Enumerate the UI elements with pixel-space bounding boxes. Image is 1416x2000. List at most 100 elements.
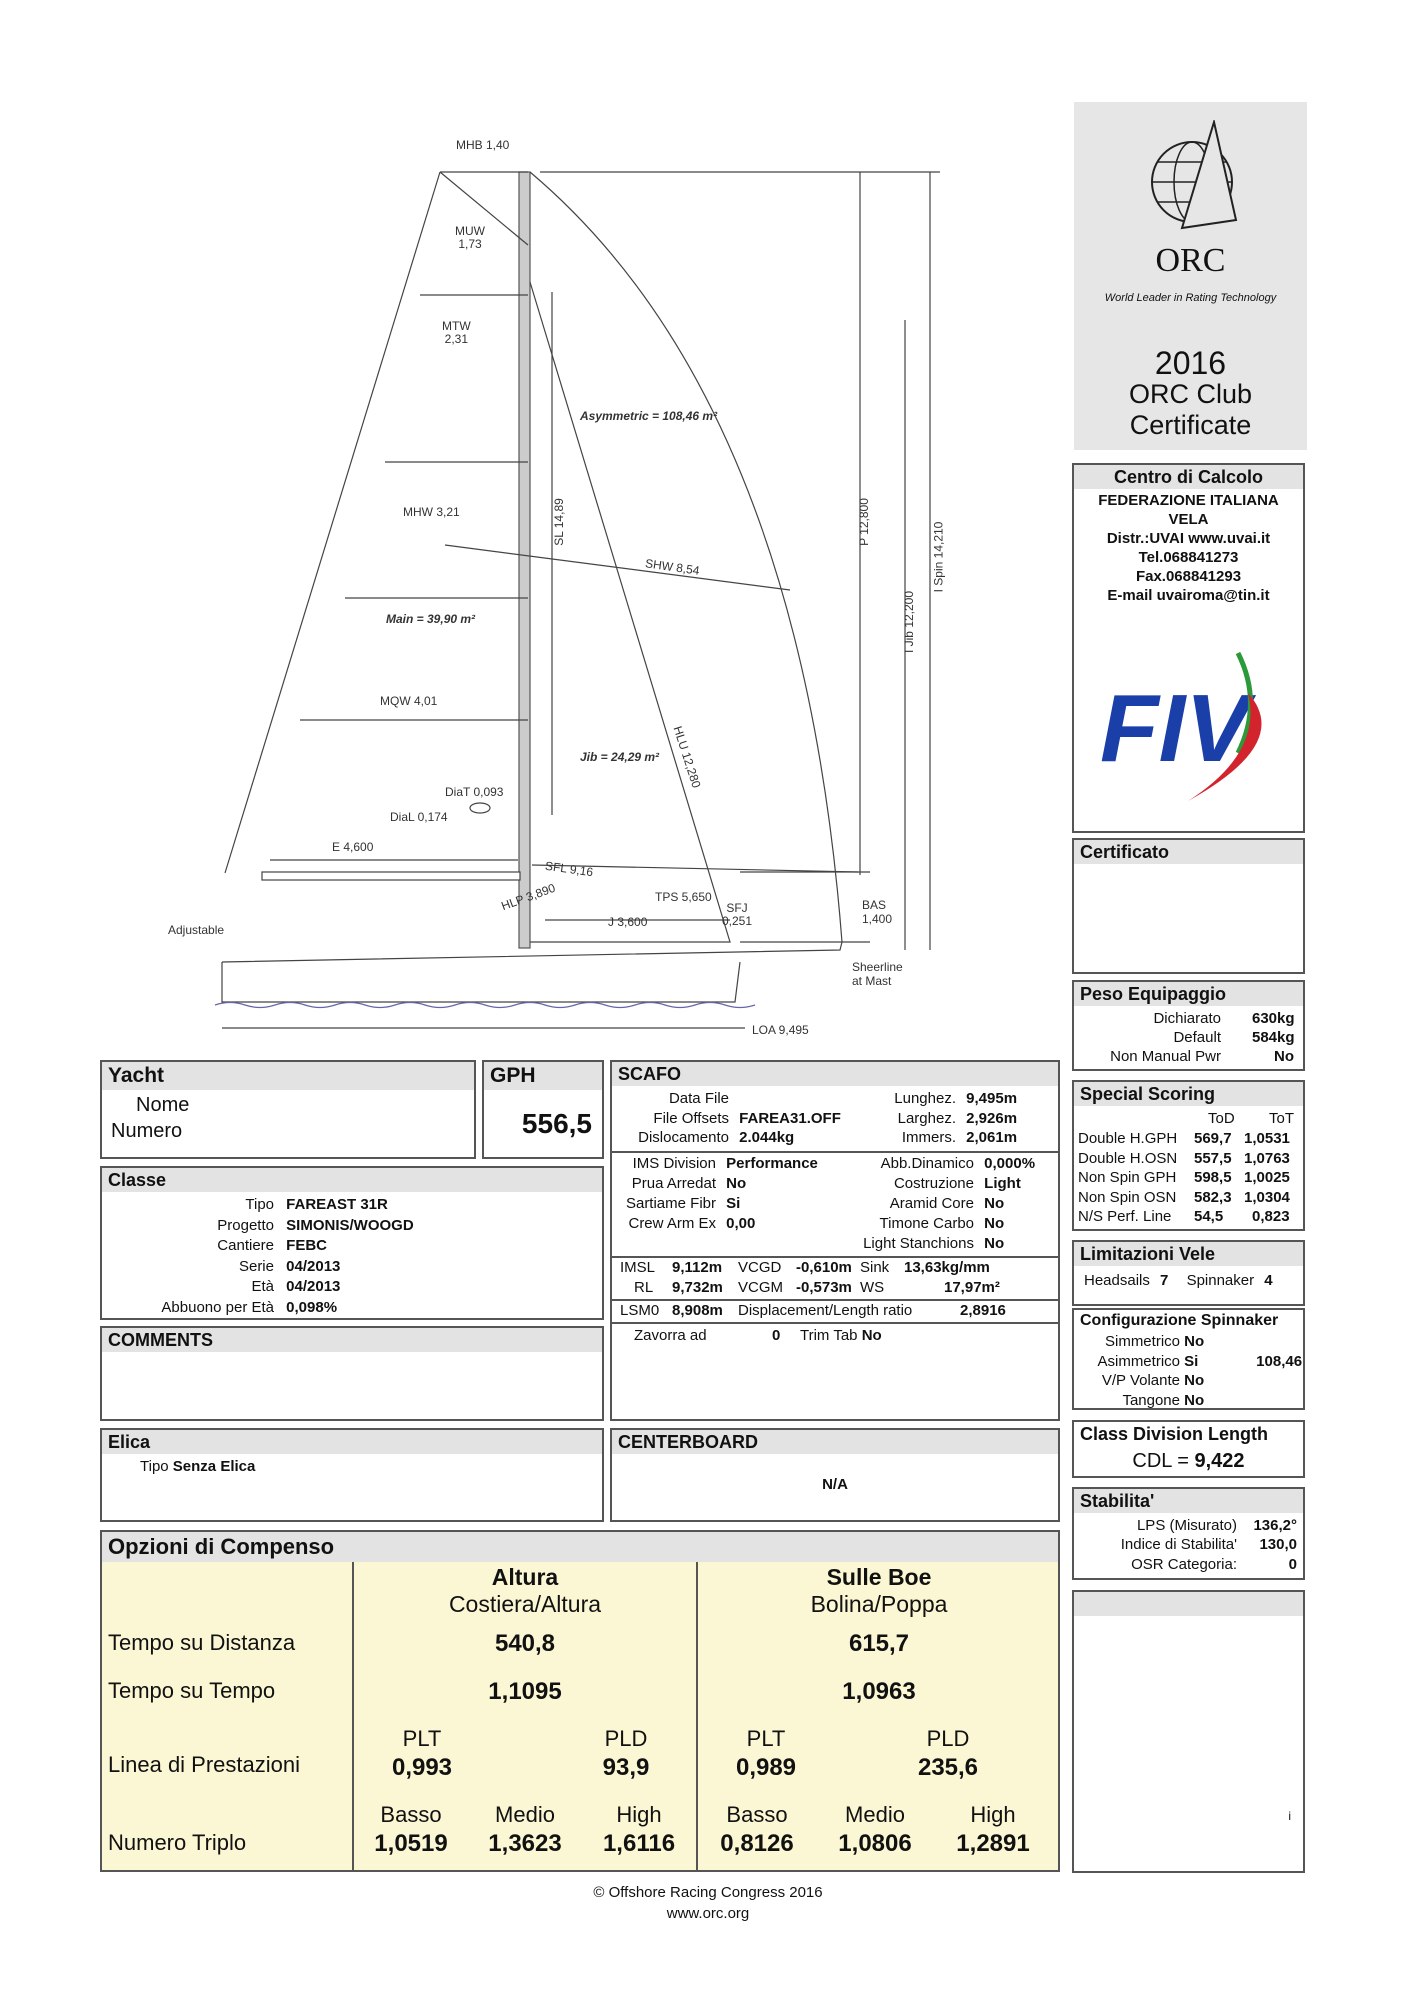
boom (261, 871, 521, 881)
linea-prestazioni-label: Linea di Prestazioni (108, 1752, 301, 1777)
mainsail-leech (224, 171, 441, 874)
linea-plt-value-boe: 0,989 (735, 1754, 797, 1781)
scafo-row: Costruzione Light (893, 1175, 1021, 1192)
stabilita-row-value: 0 (1288, 1556, 1297, 1573)
svg-text:FIV: FIV (1100, 675, 1256, 782)
tempo-distanza-label: Tempo su Distanza (108, 1630, 296, 1655)
centro-di-calcolo-box: Centro di Calcolo FEDERAZIONE ITALIANA V… (1072, 463, 1305, 833)
mqw-label: MQW 4,01 (380, 694, 438, 708)
triplo-col-label: High (970, 1802, 1016, 1827)
scafo-row: Lunghez. 9,495m (894, 1090, 1018, 1107)
elica-line: Tipo Senza Elica (140, 1458, 256, 1475)
jib-area-label: Jib = 24,29 m² (580, 750, 660, 764)
scafo-row: Larghez. 2,926m (897, 1109, 1018, 1127)
asymmetric-area-label: Asymmetric = 108,46 m² (580, 409, 718, 423)
triplo-value: 1,3623 (488, 1830, 562, 1857)
mhw-label: MHW 3,21 (403, 505, 460, 519)
scafo-row: Light Stanchions No (863, 1235, 1005, 1252)
tps-label: TPS 5,650 (655, 890, 712, 904)
stabilita-box: Stabilita' LPS (Misurato) 136,2° Indice … (1072, 1487, 1305, 1580)
altura-heading: Altura Costiera/Altura (448, 1564, 602, 1617)
scafo-box: SCAFO Data File File Offsets FAREA31.OFF… (610, 1060, 1060, 1421)
stabilita-header: Stabilita' (1074, 1489, 1303, 1513)
sl-label: SL 14,89 (551, 498, 566, 546)
scafo-left-2: IMS Division Performance Prua Arredat No… (612, 1154, 818, 1234)
yacht-nome-label: Nome (136, 1094, 190, 1116)
stabilita-row-value: 130,0 (1259, 1536, 1297, 1553)
limitazioni-header: Limitazioni Vele (1074, 1242, 1303, 1266)
scafo-row: Dislocamento 2.044kg (638, 1129, 795, 1146)
triplo-value: 1,2891 (956, 1830, 1030, 1857)
opzioni-di-compenso-box: Opzioni di Compenso Altura Costiera/Altu… (100, 1530, 1060, 1872)
triplo-col-label: Basso (726, 1802, 788, 1827)
scafo-row: Prua Arredat No (631, 1175, 747, 1192)
scafo-right-2: Abb.Dinamico 0,000% Costruzione Light Ar… (844, 1154, 1035, 1254)
yacht-numero-label: Numero (111, 1120, 183, 1142)
orc-tagline: World Leader in Rating Technology (1104, 292, 1277, 304)
linea-plt-label: PLT (402, 1726, 442, 1751)
centro-header: Centro di Calcolo (1074, 465, 1303, 489)
triplo-col-label: Medio (845, 1802, 905, 1827)
linea-pld-value-boe: 235,6 (917, 1754, 979, 1781)
comments-box: COMMENTS (100, 1326, 604, 1421)
comments-header: COMMENTS (102, 1328, 602, 1352)
footer: © Offshore Racing Congress 2016 www.orc.… (0, 1882, 1416, 1924)
peso-row-value: 584kg (1252, 1029, 1295, 1046)
sulle-boe-heading: Sulle Boe Bolina/Poppa (810, 1564, 948, 1617)
opzioni-divider (696, 1562, 698, 1870)
limitazioni-vele-box: Limitazioni Vele Headsails 7 Spinnaker 4 (1072, 1240, 1305, 1306)
classe-row: Età 04/2013 (251, 1278, 341, 1295)
footer-url[interactable]: www.orc.org (666, 1905, 750, 1922)
scafo-row: IMS Division Performance (632, 1155, 818, 1172)
classe-row: Cantiere FEBC (217, 1237, 328, 1254)
blank-box: i (1072, 1590, 1305, 1873)
opzioni-divider (352, 1562, 354, 1870)
tempo-tempo-label: Tempo su Tempo (108, 1678, 276, 1703)
classe-row: Serie 04/2013 (238, 1257, 341, 1275)
gph-value: 556,5 (521, 1108, 592, 1139)
spinnaker-curve (529, 171, 843, 943)
scafo-row: Aramid Core No (889, 1195, 1005, 1212)
yacht-box: Yacht Nome Numero (100, 1060, 476, 1159)
blank-box-header (1074, 1592, 1303, 1616)
yacht-header: Yacht (102, 1062, 474, 1090)
tempo-tempo-altura: 1,1095 (488, 1678, 562, 1705)
classe-box: Classe Tipo FAREAST 31R Progetto SIMONIS… (100, 1166, 604, 1320)
elica-box: Elica Tipo Senza Elica (100, 1428, 604, 1522)
i-spin-label: I Spin 14,210 (931, 521, 946, 593)
scafo-divider (612, 1256, 1058, 1258)
scafo-row: File Offsets FAREA31.OFF (653, 1109, 841, 1127)
gph-header: GPH (484, 1062, 602, 1090)
classe-header: Classe (102, 1168, 602, 1192)
linea-pld-label: PLD (604, 1726, 648, 1751)
j-label: J 3,600 (608, 915, 648, 929)
centerboard-header: CENTERBOARD (612, 1430, 1058, 1454)
config-row: Tangone No (1122, 1391, 1205, 1409)
tempo-tempo-boe: 1,0963 (842, 1678, 916, 1705)
peso-row-label: Default (1173, 1029, 1221, 1046)
configurazione-spinnaker-box: Configurazione Spinnaker Simmetrico No A… (1072, 1308, 1305, 1410)
centro-lines: FEDERAZIONE ITALIANA VELA Distr.:UVAI ww… (1098, 492, 1279, 604)
main-area-label: Main = 39,90 m² (386, 612, 476, 626)
triplo-value: 1,6116 (602, 1830, 676, 1857)
e-label: E 4,600 (332, 840, 374, 854)
centerboard-value: N/A (822, 1476, 848, 1493)
gph-box: GPH 556,5 (482, 1060, 604, 1159)
hull-outline (221, 941, 843, 1003)
scafo-row: Immers. 2,061m (901, 1129, 1018, 1146)
p-label: P 12,800 (856, 498, 871, 546)
linea-plt-value: 0,993 (391, 1754, 453, 1781)
scafo-row: Data File (668, 1090, 729, 1107)
stabilita-row-label: Indice di Stabilita' (1120, 1536, 1237, 1553)
